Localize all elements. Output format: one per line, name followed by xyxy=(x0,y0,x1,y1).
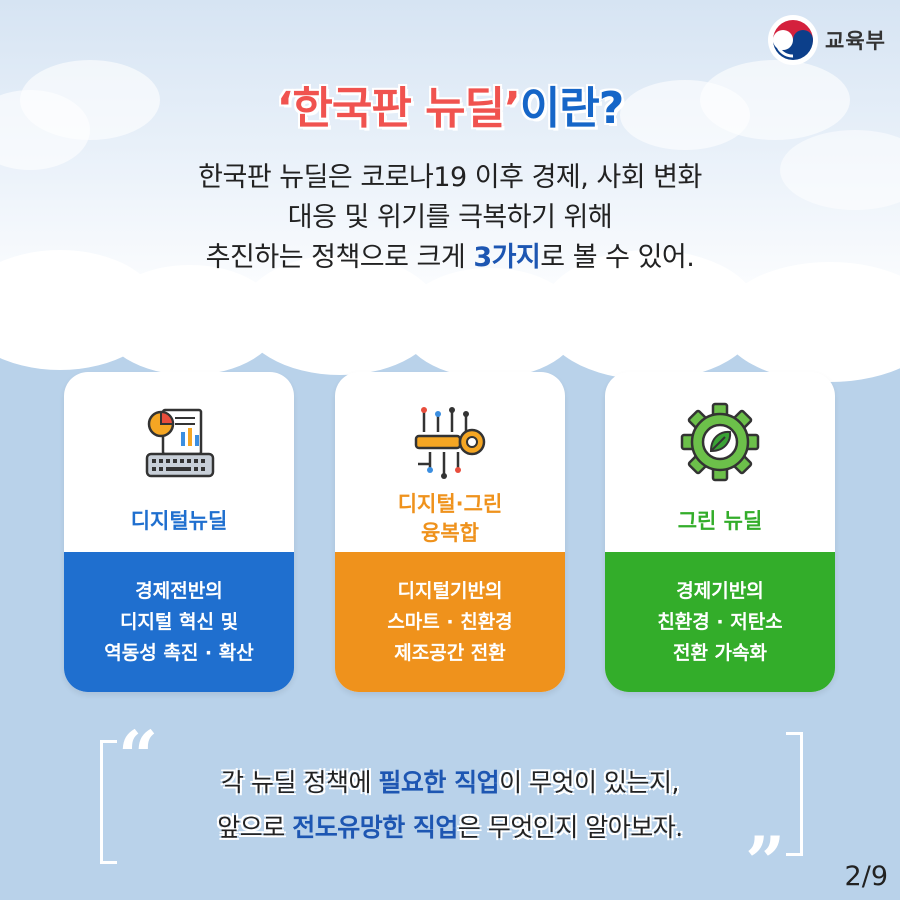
intro-line-3-post: 로 볼 수 있어. xyxy=(540,242,695,273)
card-title-line-1: 디지털·그린 xyxy=(397,492,503,516)
card-title: 그린 뉴딜 xyxy=(677,509,763,533)
card-description: 경제기반의 친환경 · 저탄소 전환 가속화 xyxy=(605,576,835,669)
quote-line-2-post: 은 무엇인지 알아보자. xyxy=(457,813,683,842)
title-highlight: ‘한국판 뉴딜’ xyxy=(276,83,521,134)
card-title-line-2: 융복합 xyxy=(421,521,479,545)
card-desc-line: 역동성 촉진 · 확산 xyxy=(104,641,254,664)
intro-line-3-pre: 추진하는 정책으로 크게 xyxy=(205,242,474,273)
title-rest: 이란? xyxy=(519,83,624,134)
card-digital-green-convergence: 디지털·그린 융복합 디지털기반의 스마트 · 친환경 제조공간 전환 xyxy=(335,372,565,692)
card-body: 디지털기반의 스마트 · 친환경 제조공간 전환 xyxy=(335,552,565,692)
card-header: 디지털·그린 융복합 xyxy=(335,372,565,552)
card-desc-line: 친환경 · 저탄소 xyxy=(657,610,783,633)
page-title: ‘한국판 뉴딜’이란? xyxy=(0,72,900,136)
card-desc-line: 경제기반의 xyxy=(676,579,764,602)
quote-line-1: 각 뉴딜 정책에 필요한 직업이 무엇이 있는지, xyxy=(0,760,900,805)
circuit-key-icon xyxy=(414,407,486,479)
card-description: 경제전반의 디지털 혁신 및 역동성 촉진 · 확산 xyxy=(64,576,294,669)
card-title: 디지털·그린 융복합 xyxy=(335,490,565,548)
card-title: 디지털뉴딜 xyxy=(130,509,228,533)
quote-line-1-pre: 각 뉴딜 정책에 xyxy=(221,768,379,797)
intro-line-2: 대응 및 위기를 극복하기 위해 xyxy=(287,202,613,233)
quote-line-2-bold: 전도유망한 직업 xyxy=(292,813,458,842)
intro-line-3-bold: 3가지 xyxy=(473,242,541,273)
open-quote-icon: “ xyxy=(118,715,159,798)
intro-line-3: 추진하는 정책으로 크게 3가지로 볼 수 있어. xyxy=(0,238,900,278)
quote-line-1-post: 이 무엇이 있는지, xyxy=(499,768,679,797)
card-desc-line: 제조공간 전환 xyxy=(394,641,506,664)
page-indicator: 2/9 xyxy=(844,861,888,892)
dashboard-keyboard-icon xyxy=(145,408,215,478)
card-desc-line: 디지털 혁신 및 xyxy=(119,610,239,633)
card-header: 디지털뉴딜 xyxy=(64,372,294,552)
quote-line-2: 앞으로 전도유망한 직업은 무엇인지 알아보자. xyxy=(0,805,900,850)
card-desc-line: 스마트 · 친환경 xyxy=(387,610,513,633)
card-body: 경제전반의 디지털 혁신 및 역동성 촉진 · 확산 xyxy=(64,552,294,692)
close-quote-icon: ” xyxy=(745,821,786,900)
right-bracket xyxy=(786,732,803,856)
card-digital-new-deal: 디지털뉴딜 경제전반의 디지털 혁신 및 역동성 촉진 · 확산 xyxy=(64,372,294,692)
gear-leaf-icon xyxy=(680,402,760,482)
card-body: 경제기반의 친환경 · 저탄소 전환 가속화 xyxy=(605,552,835,692)
card-header: 그린 뉴딜 xyxy=(605,372,835,552)
intro-text: 한국판 뉴딜은 코로나19 이후 경제, 사회 변화 대응 및 위기를 극복하기… xyxy=(0,158,900,278)
card-desc-line: 디지털기반의 xyxy=(397,579,503,602)
left-bracket xyxy=(100,740,117,864)
intro-line-1: 한국판 뉴딜은 코로나19 이후 경제, 사회 변화 xyxy=(198,162,702,193)
card-desc-line: 전환 가속화 xyxy=(672,641,767,664)
logo-text: 교육부 xyxy=(825,29,886,53)
quote-line-2-pre: 앞으로 xyxy=(217,813,293,842)
card-green-new-deal: 그린 뉴딜 경제기반의 친환경 · 저탄소 전환 가속화 xyxy=(605,372,835,692)
card-desc-line: 경제전반의 xyxy=(135,579,223,602)
quote-text: 각 뉴딜 정책에 필요한 직업이 무엇이 있는지, 앞으로 전도유망한 직업은 … xyxy=(0,760,900,850)
card-description: 디지털기반의 스마트 · 친환경 제조공간 전환 xyxy=(335,576,565,669)
ministry-logo: 교육부 xyxy=(767,14,886,66)
taegeuk-logo-icon xyxy=(768,15,819,65)
sky-background xyxy=(0,0,900,320)
quote-line-1-bold: 필요한 직업 xyxy=(378,768,500,797)
